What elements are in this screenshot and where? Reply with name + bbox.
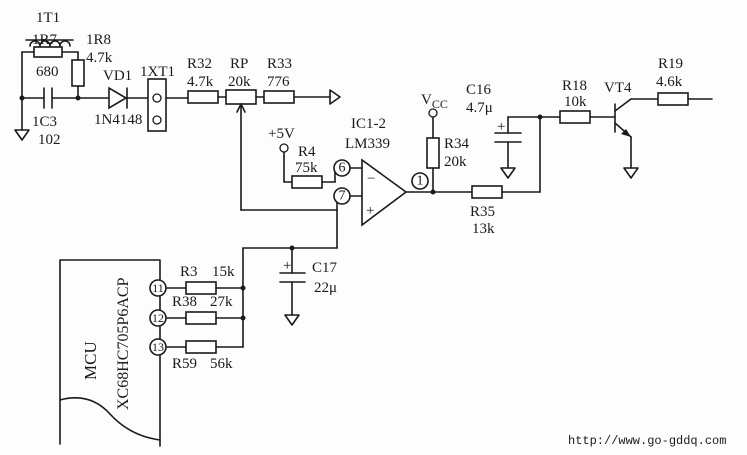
mcu-part-number: XC68HC705P6ACP [115,277,132,410]
label-vt4: VT4 [604,80,632,96]
pin-11-circle [149,279,167,297]
pin-12-label: 12 [152,311,164,325]
value-r35: 13k [472,221,495,237]
pin-1-circle [411,172,429,190]
comparator-minus-sign: − [367,171,375,187]
pin-1-label: 1 [417,174,424,189]
label-r32: R32 [187,56,212,72]
value-rp: 20k [228,74,251,90]
value-r3: 15k [212,264,235,280]
label-r8: 1R8 [86,32,111,48]
value-vd1: 1N4148 [94,112,142,128]
potentiometer-rp [225,89,257,105]
resistor-1r7 [33,46,63,58]
value-r59: 56k [210,356,233,372]
resistor-r4 [291,175,323,189]
resistor-r34 [426,137,440,169]
label-c17: C17 [312,260,338,276]
label-vcc: VCC [421,92,448,111]
capacitor-1c3 [43,87,53,109]
pin-6-label: 6 [339,161,346,176]
value-r4: 75k [295,160,318,176]
polarity-c16: + [497,119,505,135]
label-r3: R3 [180,264,198,280]
value-r18: 10k [564,94,587,110]
value-r8: 4.7k [86,50,113,66]
label-xt1: 1XT1 [140,64,175,80]
plus5v-terminal [279,143,289,153]
resistor-r33 [263,90,295,104]
label-r38: R38 [172,294,197,310]
label-r18: R18 [562,78,587,94]
label-r59: R59 [172,356,197,372]
comparator-lm339 [361,158,408,227]
label-ic: IC1-2 [351,116,386,132]
label-r19: R19 [658,56,683,72]
resistor-r19 [657,92,689,106]
value-ic: LM339 [345,136,390,152]
comparator-plus-sign: + [366,203,374,219]
watermark-url: http://www.go-gddq.com [568,434,726,448]
value-c3: 102 [38,132,61,148]
value-c16: 4.7μ [466,100,493,116]
label-plus5v: +5V [268,126,295,142]
label-r7: 1R7 [32,32,58,48]
resistor-1r8 [71,59,85,87]
value-r19: 4.6k [656,74,683,90]
pin-7-label: 7 [339,189,346,204]
pin-11-label: 11 [152,281,164,295]
label-r34: R34 [444,136,470,152]
label-rp: RP [230,56,248,72]
transformer-1t1 [25,39,74,47]
mcu-label: MCU [81,341,100,380]
label-c16: C16 [466,82,492,98]
resistor-r59 [185,340,217,354]
connector-1xt1 [147,78,167,132]
label-c3: 1C3 [32,114,57,130]
polarity-c17: + [283,258,291,274]
vcc-letter: V [421,92,432,108]
label-r35: R35 [470,204,495,220]
mcu-block [59,259,161,447]
resistor-r3 [185,281,217,295]
vcc-subscript: CC [432,97,448,111]
transistor-vt4 [614,98,659,169]
label-t1: 1T1 [36,10,60,26]
label-r4: R4 [298,144,316,160]
wiper-arrow [236,103,246,113]
value-r38: 27k [210,294,233,310]
pin-13-label: 13 [152,340,164,354]
resistor-r35 [471,185,503,199]
resistor-r32 [187,90,219,104]
ground-symbol [500,167,516,179]
ground-symbol [284,314,300,326]
value-r34: 20k [444,154,467,170]
label-r33: R33 [267,56,292,72]
diode-vd1 [108,86,128,110]
value-r33: 776 [267,74,290,90]
resistor-r18 [559,110,591,124]
value-c17: 22μ [314,280,337,296]
signal-arrow [329,89,341,105]
ground-symbol [14,129,30,141]
value-r7: 680 [36,64,59,80]
pin-12-circle [149,309,167,327]
capacitor-c17 [279,272,306,283]
pin-13-circle [149,338,167,356]
ground-symbol [623,167,639,179]
label-vd1: VD1 [103,68,132,84]
resistor-r38 [185,311,217,325]
value-r32: 4.7k [187,74,214,90]
